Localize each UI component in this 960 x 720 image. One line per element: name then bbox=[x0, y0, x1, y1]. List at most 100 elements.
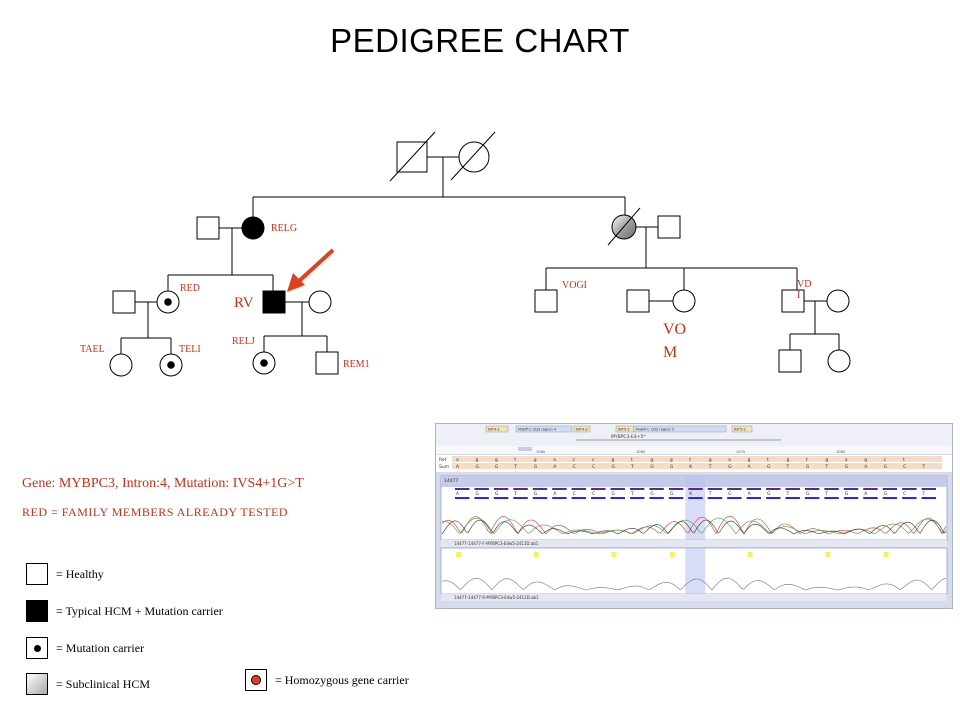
file-label-1: 14477-14477-F-MYBPC3-E4w5-2411D.ab1 bbox=[454, 541, 539, 546]
ref-base: g bbox=[612, 458, 615, 463]
grandfather-deceased-slash bbox=[389, 131, 436, 182]
ref-base: g bbox=[864, 458, 867, 463]
call-bar-top bbox=[474, 488, 489, 490]
call-bar-top bbox=[824, 488, 839, 490]
quality-mark bbox=[747, 552, 753, 557]
label-red: RED bbox=[180, 283, 200, 294]
vdi-symbol bbox=[781, 289, 805, 313]
ref-base: t bbox=[903, 457, 905, 463]
sum-base: G bbox=[475, 464, 479, 470]
ref-base: t bbox=[767, 457, 769, 463]
call-bar-bottom bbox=[766, 497, 781, 499]
call-bar-bottom bbox=[610, 497, 625, 499]
call-bar-top bbox=[707, 488, 723, 490]
call-base: T bbox=[922, 491, 926, 497]
sum-base: G bbox=[884, 464, 888, 470]
call-bar-top bbox=[746, 488, 762, 490]
call-bar-top bbox=[649, 488, 664, 490]
call-base: A bbox=[456, 491, 460, 497]
ruler-tick: 1080 bbox=[836, 450, 846, 454]
label-taeli: TAEL bbox=[80, 344, 105, 355]
call-bar-bottom bbox=[688, 497, 703, 499]
call-bar-top bbox=[785, 488, 800, 490]
call-bar-top bbox=[804, 488, 820, 490]
legend-typical-label: = Typical HCM + Mutation carrier bbox=[56, 603, 223, 618]
call-base: K bbox=[689, 491, 693, 497]
label-vogi: VOGI bbox=[562, 280, 587, 291]
quality-mark bbox=[456, 552, 461, 557]
sum-base: G bbox=[495, 464, 499, 470]
rv-proband-symbol bbox=[262, 290, 286, 314]
call-bar-bottom bbox=[513, 497, 528, 499]
vom-symbol bbox=[672, 289, 696, 313]
call-bar-bottom bbox=[707, 497, 723, 499]
dotted-square-icon bbox=[26, 637, 48, 659]
sum-base: A bbox=[553, 464, 557, 470]
grandmother-symbol bbox=[458, 141, 490, 173]
call-base: T bbox=[630, 491, 634, 497]
quality-mark bbox=[611, 552, 617, 557]
vdi-spouse-symbol bbox=[826, 289, 850, 313]
grandmother-deceased-slash bbox=[450, 131, 496, 181]
label-vom-2: M bbox=[663, 344, 677, 361]
call-bar-top bbox=[727, 488, 742, 490]
sum-base: G bbox=[806, 464, 810, 470]
call-bar-bottom bbox=[785, 497, 800, 499]
call-bar-bottom bbox=[746, 497, 762, 499]
relg-spouse-symbol bbox=[196, 216, 220, 240]
call-bar-top bbox=[552, 488, 567, 490]
ref-base: a bbox=[728, 458, 731, 463]
call-base: T bbox=[785, 491, 789, 497]
red-spouse-symbol bbox=[112, 290, 136, 314]
call-bar-top bbox=[688, 488, 703, 490]
sum-base: C bbox=[592, 464, 595, 470]
quality-mark bbox=[669, 552, 675, 557]
ref-base: a bbox=[845, 458, 848, 463]
call-base: C bbox=[573, 491, 576, 497]
label-rem1: REM1 bbox=[343, 359, 370, 370]
call-bar-top bbox=[882, 488, 898, 490]
ref-base: c bbox=[884, 458, 887, 463]
call-base: G bbox=[884, 491, 888, 497]
label-relg: RELG bbox=[271, 223, 297, 234]
legend-carrier-label: = Mutation carrier bbox=[56, 640, 145, 655]
call-bar-top bbox=[766, 488, 781, 490]
call-bar-bottom bbox=[668, 497, 684, 499]
sum-base: T bbox=[922, 464, 926, 470]
sum-base: T bbox=[708, 464, 712, 470]
segment-box bbox=[573, 425, 591, 433]
call-bar-bottom bbox=[552, 497, 567, 499]
sum-base: T bbox=[513, 464, 517, 470]
call-bar-top bbox=[921, 488, 936, 490]
legend-subclinical-label: = Subclinical HCM bbox=[56, 676, 151, 691]
ruler-tick: 1060 bbox=[536, 450, 546, 454]
call-bar-top bbox=[843, 488, 859, 490]
gradient-square-icon bbox=[26, 673, 48, 695]
call-base: T bbox=[824, 491, 828, 497]
legend-homozygous-label: = Homozygous gene carrier bbox=[275, 672, 409, 687]
call-bar-top bbox=[532, 488, 548, 490]
segment-box bbox=[515, 425, 573, 433]
ref-base: g bbox=[670, 458, 673, 463]
legend-carrier: = Mutation carrier bbox=[26, 637, 144, 659]
proband-arrow bbox=[287, 248, 335, 292]
legend-subclinical: = Subclinical HCM bbox=[26, 673, 150, 695]
segment-box bbox=[633, 425, 727, 433]
legend-typical: = Typical HCM + Mutation carrier bbox=[26, 600, 223, 622]
segment-label: INT5-2 bbox=[734, 428, 746, 432]
call-base: G bbox=[650, 491, 654, 497]
sum-base: T bbox=[785, 464, 789, 470]
rem1-symbol bbox=[315, 351, 339, 375]
call-bar-bottom bbox=[921, 497, 936, 499]
segment-label: MyBP-C CDS region 5 bbox=[636, 428, 674, 432]
quality-mark bbox=[825, 552, 831, 557]
call-base: G bbox=[612, 491, 616, 497]
red-dot-square-icon bbox=[245, 669, 267, 691]
quality-mark bbox=[533, 552, 539, 557]
label-vom-1: VO bbox=[663, 321, 686, 338]
call-bar-top bbox=[591, 488, 606, 490]
ref-base: g bbox=[650, 458, 653, 463]
sum-base: A bbox=[748, 464, 752, 470]
ref-base: t bbox=[631, 457, 633, 463]
